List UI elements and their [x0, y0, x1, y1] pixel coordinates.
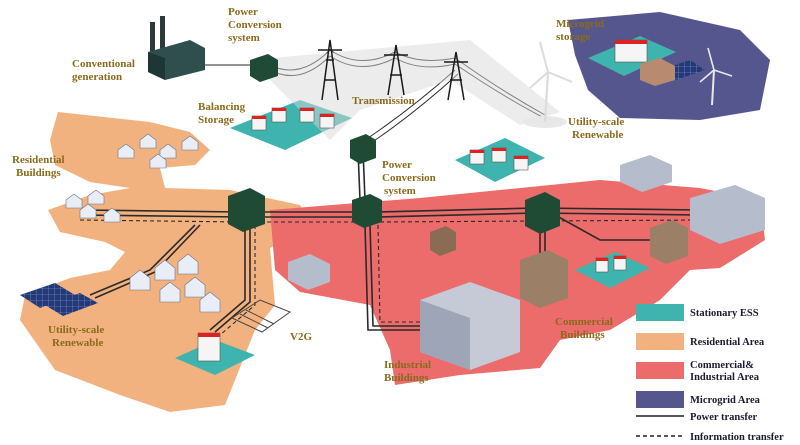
- legend-label-commercial-industrial-area: Commercial& Industrial Area: [690, 360, 760, 383]
- building-icons: [288, 58, 765, 370]
- legend-swatch-commercial-industrial-area: [636, 362, 684, 379]
- label-utility-scale-renewable-left: Utility-scale Renewable: [48, 324, 107, 349]
- label-transmission: Transmission: [352, 95, 415, 107]
- legend-swatch-residential-area: [636, 333, 684, 350]
- legend-label-information-transfer: Information transfer: [690, 432, 784, 443]
- label-power-conversion-top: Power Conversion system: [228, 6, 285, 44]
- legend: Stationary ESS Residential Area Commerci…: [636, 304, 784, 443]
- conversion-box-icon-residential: [228, 188, 265, 232]
- label-conventional-generation: Conventional generation: [72, 58, 138, 83]
- ess-commercial-bottom-platform: [575, 252, 650, 288]
- label-residential-buildings: Residential Buildings: [12, 154, 67, 179]
- v2g-parking-icon: [230, 299, 292, 333]
- legend-swatch-microgrid-area: [636, 391, 684, 408]
- conversion-box-icon-mid: [352, 194, 382, 228]
- conversion-box-icon-top: [250, 54, 278, 82]
- commercial-industrial-area: [270, 180, 765, 385]
- label-utility-scale-renewable-right: Utility-scale Renewable: [568, 116, 627, 141]
- conversion-box-icon-commercial: [525, 192, 560, 234]
- legend-label-stationary-ess: Stationary ESS: [690, 308, 759, 319]
- battery-cabinet-icons: [197, 39, 648, 362]
- power-plant-icon: [148, 16, 205, 80]
- label-commercial-buildings: Commercial Buildings: [555, 316, 616, 341]
- wind-turbine-icon: [523, 41, 733, 128]
- label-power-conversion-mid: Power Conversion system: [382, 159, 439, 197]
- legend-label-power-transfer: Power transfer: [690, 412, 757, 423]
- information-lines: [79, 219, 701, 336]
- transmission-tower-icon: [318, 39, 468, 101]
- conversion-box-icon-tower: [350, 134, 376, 164]
- legend-swatch-stationary-ess: [636, 304, 684, 321]
- legend-label-residential-area: Residential Area: [690, 337, 765, 348]
- label-v2g: V2G: [290, 331, 312, 343]
- label-balancing-storage: Balancing Storage: [198, 101, 248, 126]
- legend-label-microgrid-area: Microgrid Area: [690, 395, 761, 406]
- label-microgrid-storage: Microgrid storage: [556, 18, 607, 43]
- house-icons: [65, 133, 221, 313]
- label-industrial-buildings: Industrial Buildings: [384, 359, 434, 384]
